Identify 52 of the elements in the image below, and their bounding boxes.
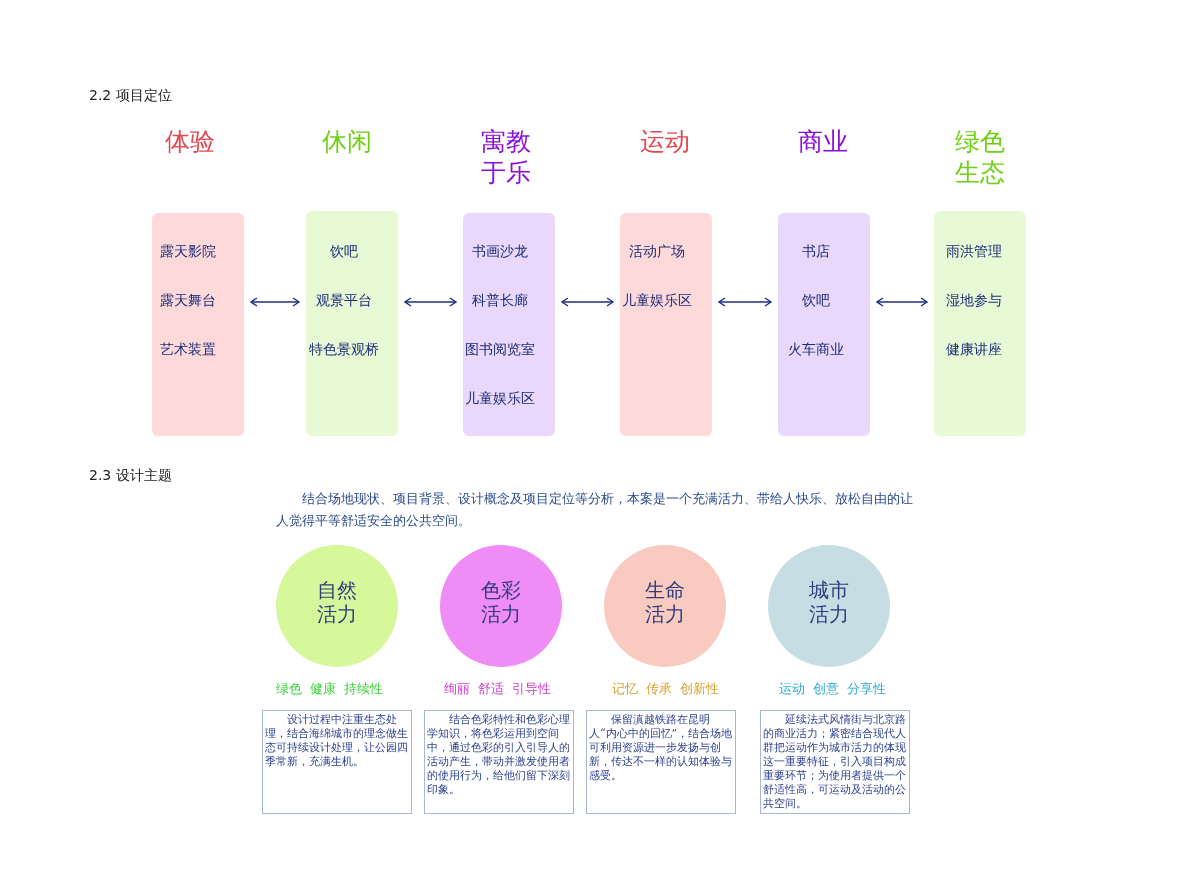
feature-text: 儿童娱乐区 bbox=[622, 291, 692, 309]
feature-text: 健康讲座 bbox=[946, 340, 1002, 358]
feature-text: 书画沙龙 bbox=[472, 242, 528, 260]
category-title: 商业 bbox=[797, 126, 849, 157]
feature-text: 特色景观桥 bbox=[309, 340, 379, 358]
keyword: 创新性 bbox=[680, 681, 719, 697]
description-box: 保留滇越铁路在昆明人“内心中的回忆”，结合场地可利用资源进一步发扬与创新，传达不一样的认知体验与感受。 bbox=[586, 710, 736, 814]
feature-text: 科普长廊 bbox=[472, 291, 528, 309]
keyword: 健康 bbox=[310, 681, 336, 697]
keyword: 传承 bbox=[646, 681, 672, 697]
section-heading: 2.2 项目定位 bbox=[89, 86, 172, 104]
feature-text: 露天舞台 bbox=[160, 291, 216, 309]
feature-text: 观景平台 bbox=[316, 291, 372, 309]
description-box: 设计过程中注重生态处理，结合海绵城市的理念做生态可持续设计处理，让公园四季常新，充满生机。 bbox=[262, 710, 412, 814]
category-title: 运动 bbox=[639, 126, 691, 157]
category-title: 寓教于乐 bbox=[480, 126, 532, 188]
circle-label: 自然活力 bbox=[316, 578, 358, 626]
feature-text: 湿地参与 bbox=[946, 291, 1002, 309]
keyword: 持续性 bbox=[344, 681, 383, 697]
category-title: 休闲 bbox=[321, 126, 373, 157]
section-heading: 2.3 设计主题 bbox=[89, 466, 172, 484]
double-arrow bbox=[718, 297, 772, 307]
keyword: 记忆 bbox=[612, 681, 638, 697]
feature-text: 儿童娱乐区 bbox=[465, 389, 535, 407]
circle-label: 城市活力 bbox=[808, 578, 850, 626]
circle-label: 生命活力 bbox=[644, 578, 686, 626]
description-box: 结合色彩特性和色彩心理学知识，将色彩运用到空间中，通过色彩的引入引导人的活动产生，带动并激发使用者的使用行为，给他们留下深刻印象。 bbox=[424, 710, 574, 814]
feature-text: 书店 bbox=[802, 242, 830, 260]
double-arrow bbox=[876, 297, 928, 307]
keyword: 分享性 bbox=[847, 681, 886, 697]
feature-text: 火车商业 bbox=[788, 340, 844, 358]
double-arrow bbox=[404, 297, 457, 307]
feature-text: 露天影院 bbox=[160, 242, 216, 260]
feature-text: 图书阅览室 bbox=[465, 340, 535, 358]
keyword: 引导性 bbox=[512, 681, 551, 697]
double-arrow bbox=[561, 297, 614, 307]
keyword: 舒适 bbox=[478, 681, 504, 697]
category-title: 体验 bbox=[164, 126, 216, 157]
feature-text: 艺术装置 bbox=[160, 340, 216, 358]
keyword: 绚丽 bbox=[444, 681, 470, 697]
feature-text: 活动广场 bbox=[629, 242, 685, 260]
keyword: 运动 bbox=[779, 681, 805, 697]
feature-text: 雨洪管理 bbox=[946, 242, 1002, 260]
description-box: 延续法式风情街与北京路的商业活力；紧密结合现代人群把运动作为城市活力的体现这一重要特征，引入项目构成重要环节；为使用者提供一个舒适性高，可运动及活动的公共空间。 bbox=[760, 710, 910, 814]
feature-text: 饮吧 bbox=[330, 242, 358, 260]
keyword: 绿色 bbox=[276, 681, 302, 697]
double-arrow bbox=[250, 297, 300, 307]
keyword: 创意 bbox=[813, 681, 839, 697]
paragraph: 结合场地现状、项目背景、设计概念及项目定位等分析，本案是一个充满活力、带给人快乐、放松自由的让人觉得平等舒适安全的公共空间。 bbox=[276, 490, 914, 530]
category-title: 绿色生态 bbox=[954, 126, 1006, 188]
feature-text: 饮吧 bbox=[802, 291, 830, 309]
circle-label: 色彩活力 bbox=[480, 578, 522, 626]
